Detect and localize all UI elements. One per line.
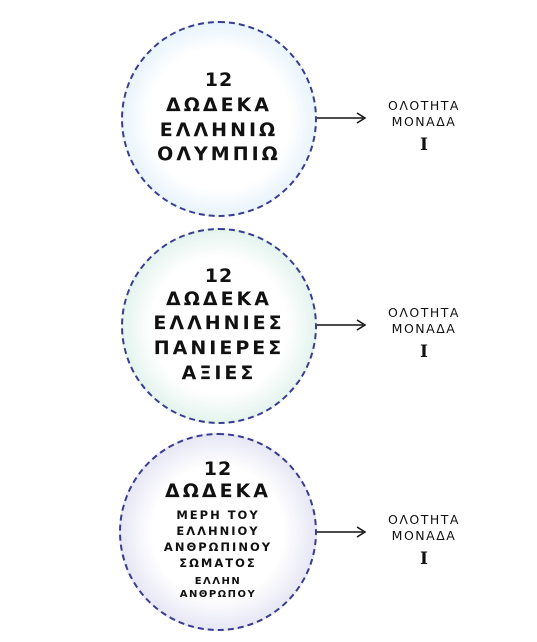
circle-olympians: 12 ΔΩΔΕΚΑ ΕΛΛΗΝΙΩ ΟΛΥΜΠΙΩ [121,21,317,217]
circle-number: 12 [204,264,234,287]
circle-subline: ΣΩΜΑΤΟΣ [179,556,257,571]
result-line: ΜΟΝΑΔΑ [391,113,457,129]
result-line: ΟΛΟΤΗΤΑ [388,98,460,113]
result-line: ΟΛΟΤΗΤΑ [388,512,460,527]
circle-line: ΕΛΛΗΝΙΕΣ [153,312,285,335]
circle-line: ΑΞΙΕΣ [181,361,257,384]
circle-line: ΔΩΔΕΚΑ [166,287,272,310]
result-line: ΟΛΟΤΗΤΑ [388,305,460,320]
circle-subline: ΜΕΡΗ ΤΟΥ [176,508,260,523]
circle-subline: ΑΝΘΡΩΠΙΝΟΥ [163,540,273,555]
circle-line: ΟΛΥΜΠΙΩ [157,143,281,166]
result-line: ΜΟΝΑΔΑ [391,527,457,543]
circle-subline: ΕΛΛΗΝ [194,575,242,587]
circle-number: 12 [203,457,233,480]
result-line: ΜΟΝΑΔΑ [391,320,457,336]
circle-line: ΕΛΛΗΝΙΩ [159,118,279,141]
circle-body-parts: 12 ΔΩΔΕΚΑ ΜΕΡΗ ΤΟΥ ΕΛΛΗΝΙΟΥ ΑΝΘΡΩΠΙΝΟΥ Σ… [119,433,317,631]
arrow-right-icon [317,319,367,331]
circle-subline: ΑΝΘΡΩΠΟΥ [179,588,257,600]
arrow-right-icon [317,526,367,538]
roman-numeral: I [420,135,428,156]
circle-subline: ΕΛΛΗΝΙΟΥ [176,524,260,539]
circle-line: ΠΑΝΙΕΡΕΣ [153,336,285,359]
circle-number: 12 [204,69,234,91]
circle-line: ΔΩΔΕΚΑ [165,480,271,503]
result-label: ΟΛΟΤΗΤΑ ΜΟΝΑΔΑ I [364,512,484,571]
arrow-right-icon [317,112,367,124]
roman-numeral: I [420,549,428,570]
circle-line: ΔΩΔΕΚΑ [166,93,272,116]
circle-values: 12 ΔΩΔΕΚΑ ΕΛΛΗΝΙΕΣ ΠΑΝΙΕΡΕΣ ΑΞΙΕΣ [121,228,317,424]
result-label: ΟΛΟΤΗΤΑ ΜΟΝΑΔΑ I [364,305,484,364]
roman-numeral: I [420,342,428,363]
result-label: ΟΛΟΤΗΤΑ ΜΟΝΑΔΑ I [364,98,484,157]
